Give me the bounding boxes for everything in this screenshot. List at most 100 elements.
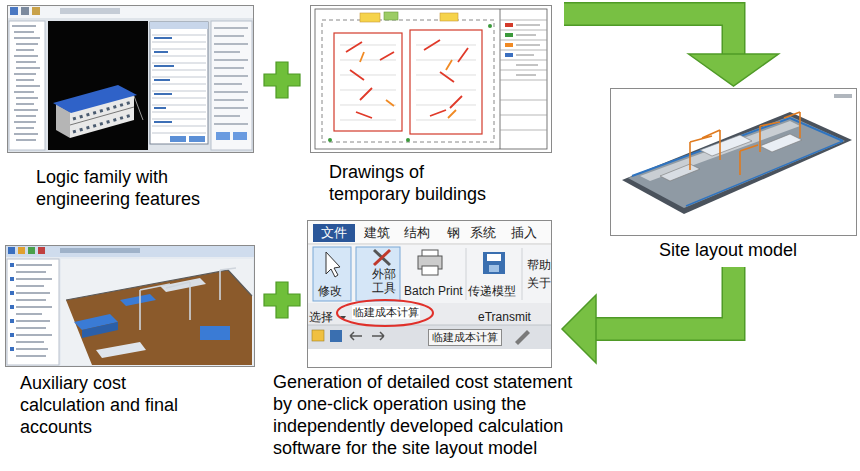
site-drawing-part bbox=[505, 43, 513, 47]
ui-label: 外部 bbox=[372, 267, 396, 281]
cost-software-screenshot-part bbox=[28, 247, 35, 254]
ribbon-screenshot-part bbox=[487, 254, 501, 261]
arrow-head bbox=[689, 54, 779, 86]
ui-label: 帮助 bbox=[527, 258, 551, 272]
ribbon-screenshot-part bbox=[307, 325, 552, 349]
arrow-shaft bbox=[564, 14, 734, 55]
site-drawing-part bbox=[346, 40, 468, 118]
cost-software-screenshot-part bbox=[18, 247, 25, 254]
family-editor-screenshot-part bbox=[214, 28, 248, 124]
image-panel: Auxiliary cost calculation and final acc… bbox=[5, 245, 255, 367]
family-editor-screenshot-part bbox=[134, 96, 143, 120]
flow-arrow bbox=[564, 14, 779, 86]
ribbon-screenshot-part bbox=[337, 300, 433, 326]
family-editor-screenshot-part bbox=[48, 21, 148, 150]
arrow-shaft bbox=[595, 267, 734, 329]
cost-software-screenshot-part bbox=[8, 247, 15, 254]
family-editor-screenshot-part bbox=[233, 132, 247, 140]
panel-caption: Auxiliary cost calculation and final acc… bbox=[20, 372, 205, 438]
cost-software-screenshot-part bbox=[7, 259, 59, 365]
ribbon-screenshot-part bbox=[522, 248, 523, 300]
ribbon-screenshot-part bbox=[307, 244, 552, 245]
site-drawing-part bbox=[340, 45, 476, 120]
ribbon-screenshot-part bbox=[466, 248, 467, 300]
ui-label: 插入 bbox=[511, 225, 537, 241]
ui-label: 系统 bbox=[470, 225, 496, 241]
ui-label: 临建成本计算 bbox=[352, 306, 420, 319]
ribbon-screenshot-part bbox=[483, 252, 505, 274]
site-model-3d-part bbox=[760, 134, 802, 152]
cost-software-screenshot-part bbox=[96, 342, 146, 358]
site-model-3d-part bbox=[610, 88, 857, 236]
site-model-3d-part bbox=[632, 118, 843, 176]
site-model-3d bbox=[610, 88, 857, 236]
cost-software-screenshot-part bbox=[38, 247, 45, 254]
image-panel: Logic family with engineering features bbox=[7, 5, 254, 153]
family-editor-screenshot-part bbox=[12, 26, 40, 140]
site-drawing-part bbox=[410, 30, 482, 134]
site-drawing-part bbox=[384, 12, 398, 20]
family-editor-screenshot-part bbox=[7, 5, 254, 153]
family-editor-screenshot-part bbox=[150, 22, 208, 29]
cost-software-screenshot-part bbox=[5, 245, 255, 257]
site-drawing-part bbox=[322, 20, 494, 142]
image-panel: Drawings of temporary buildings bbox=[310, 5, 552, 153]
ribbon-screenshot-part bbox=[374, 250, 390, 265]
cost-software-screenshot-part bbox=[140, 268, 236, 330]
panel-caption: Generation of detailed cost statement by… bbox=[273, 371, 583, 459]
cost-software-screenshot-part bbox=[61, 259, 253, 365]
family-editor-screenshot-part bbox=[170, 136, 186, 142]
family-editor-screenshot-part bbox=[150, 22, 208, 144]
ribbon-screenshot-part bbox=[307, 245, 552, 303]
family-editor-screenshot-part bbox=[9, 21, 45, 150]
ribbon-screenshot-part bbox=[307, 220, 552, 368]
ui-label: 工具 bbox=[372, 281, 396, 295]
site-drawing-part bbox=[488, 24, 492, 28]
ui-label: 钢 bbox=[447, 225, 460, 241]
site-drawing-part bbox=[310, 5, 552, 153]
panel-caption: Drawings of temporary buildings bbox=[329, 161, 499, 205]
site-model-3d-part bbox=[690, 112, 800, 175]
cost-software-screenshot-part bbox=[16, 265, 52, 356]
site-drawing-part bbox=[500, 20, 547, 130]
plus-sign-part bbox=[264, 62, 300, 98]
site-drawing-part bbox=[360, 13, 380, 22]
flow-arrow bbox=[562, 267, 734, 363]
ribbon-screenshot-part bbox=[489, 265, 499, 272]
ribbon-screenshot-part bbox=[515, 330, 530, 345]
family-editor-screenshot-part bbox=[7, 5, 254, 18]
ribbon-screenshot-part bbox=[330, 330, 342, 342]
cost-software-screenshot-part bbox=[66, 270, 252, 365]
ribbon-screenshot-part bbox=[374, 250, 390, 265]
cost-software-screenshot-part bbox=[66, 270, 252, 300]
cost-software-screenshot bbox=[5, 245, 255, 367]
arrow-shaft-outline bbox=[564, 14, 734, 55]
ui-label: 结构 bbox=[404, 225, 430, 241]
family-editor-screenshot-part bbox=[53, 85, 137, 113]
cost-software-screenshot-part bbox=[200, 326, 230, 340]
family-editor-screenshot-part bbox=[60, 8, 120, 14]
site-drawing-part bbox=[360, 52, 456, 118]
family-editor-screenshot-part bbox=[154, 38, 174, 122]
site-drawing-part bbox=[505, 33, 513, 37]
cost-software-screenshot-part bbox=[120, 294, 156, 306]
family-editor-screenshot-part bbox=[32, 7, 40, 15]
image-panel: Site layout model bbox=[610, 88, 857, 236]
site-drawing-part bbox=[440, 13, 458, 21]
site-drawing-part bbox=[516, 25, 540, 75]
ui-label: 临建成本计算 bbox=[428, 329, 502, 346]
site-drawing-part bbox=[505, 53, 513, 57]
family-editor-screenshot-part bbox=[21, 7, 29, 15]
plus-sign bbox=[264, 282, 300, 318]
site-drawing-part bbox=[328, 138, 332, 142]
cost-software-screenshot-part bbox=[60, 248, 140, 253]
family-editor-screenshot-part bbox=[189, 136, 205, 142]
arrow-shaft-outline bbox=[595, 267, 734, 329]
ui-label: 修改 bbox=[318, 284, 342, 298]
site-model-3d-part bbox=[628, 116, 845, 208]
cost-software-screenshot-part bbox=[10, 265, 14, 349]
ribbon-screenshot bbox=[307, 220, 552, 368]
family-editor-screenshot-part bbox=[216, 132, 230, 140]
panel-caption: Logic family with engineering features bbox=[36, 166, 236, 210]
family-editor-screenshot-part bbox=[211, 21, 252, 150]
